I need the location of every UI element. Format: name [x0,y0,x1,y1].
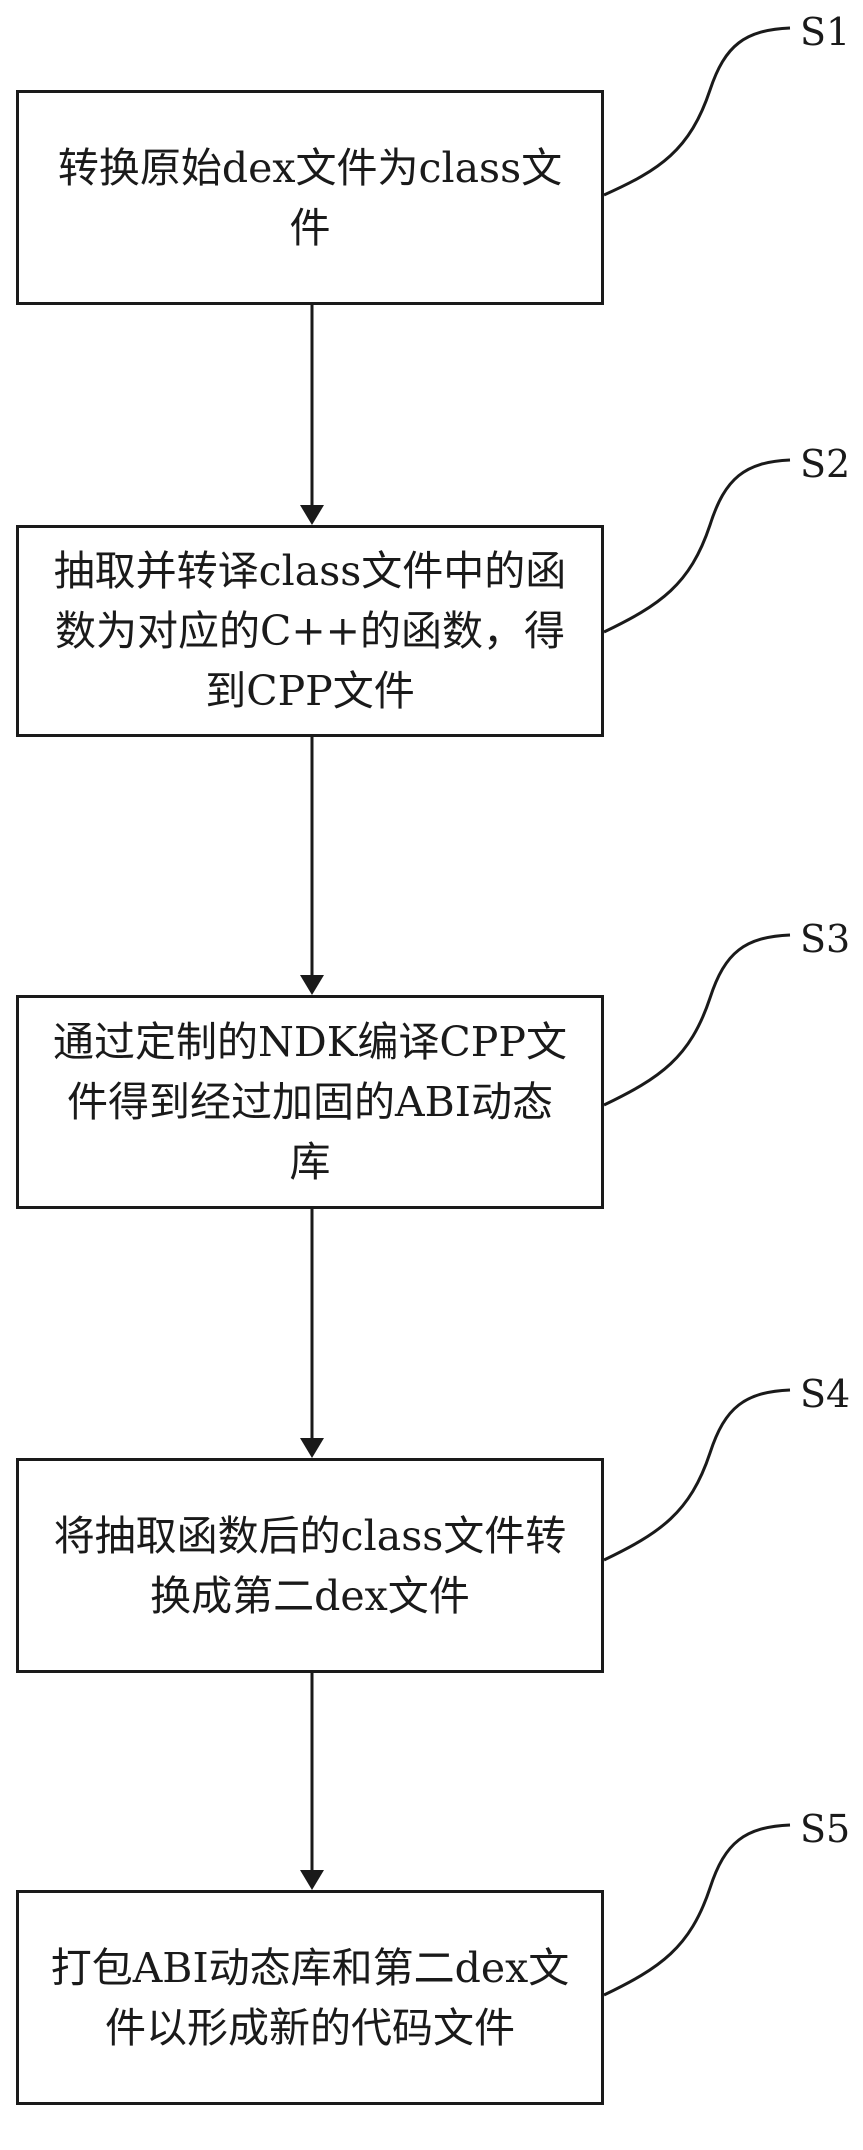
step-label-s5: S5 [800,1807,851,1851]
arrowhead-s3 [300,975,324,995]
step-box-s5: 打包ABI动态库和第二dex文件以形成新的代码文件 [16,1890,604,2105]
step-label-s1: S1 [800,10,851,54]
step-box-s2: 抽取并转译class文件中的函数为对应的C++的函数，得到CPP文件 [16,525,604,737]
step-text-s5: 打包ABI动态库和第二dex文件以形成新的代码文件 [50,1943,570,2052]
step-text-s4: 将抽取函数后的class文件转换成第二dex文件 [53,1511,567,1620]
step-box-s1: 转换原始dex文件为class文件 [16,90,604,305]
step-text-s1: 转换原始dex文件为class文件 [57,143,563,252]
leader-line-s2 [603,458,791,634]
step-box-s3: 通过定制的NDK编译CPP文件得到经过加固的ABI动态库 [16,995,604,1209]
leader-line-s5 [603,1823,791,1997]
step-text-s2: 抽取并转译class文件中的函数为对应的C++的函数，得到CPP文件 [53,547,567,715]
step-label-s2: S2 [800,442,851,486]
leader-line-s4 [603,1388,791,1562]
step-text-s3: 通过定制的NDK编译CPP文件得到经过加固的ABI动态库 [53,1018,567,1186]
arrowhead-s2 [300,505,324,525]
leader-line-s1 [603,26,791,197]
step-box-s4: 将抽取函数后的class文件转换成第二dex文件 [16,1458,604,1673]
step-label-s3: S3 [800,917,851,961]
arrowhead-s4 [300,1438,324,1458]
arrowhead-s5 [300,1870,324,1890]
leader-line-s3 [603,933,791,1107]
step-label-s4: S4 [800,1372,851,1416]
